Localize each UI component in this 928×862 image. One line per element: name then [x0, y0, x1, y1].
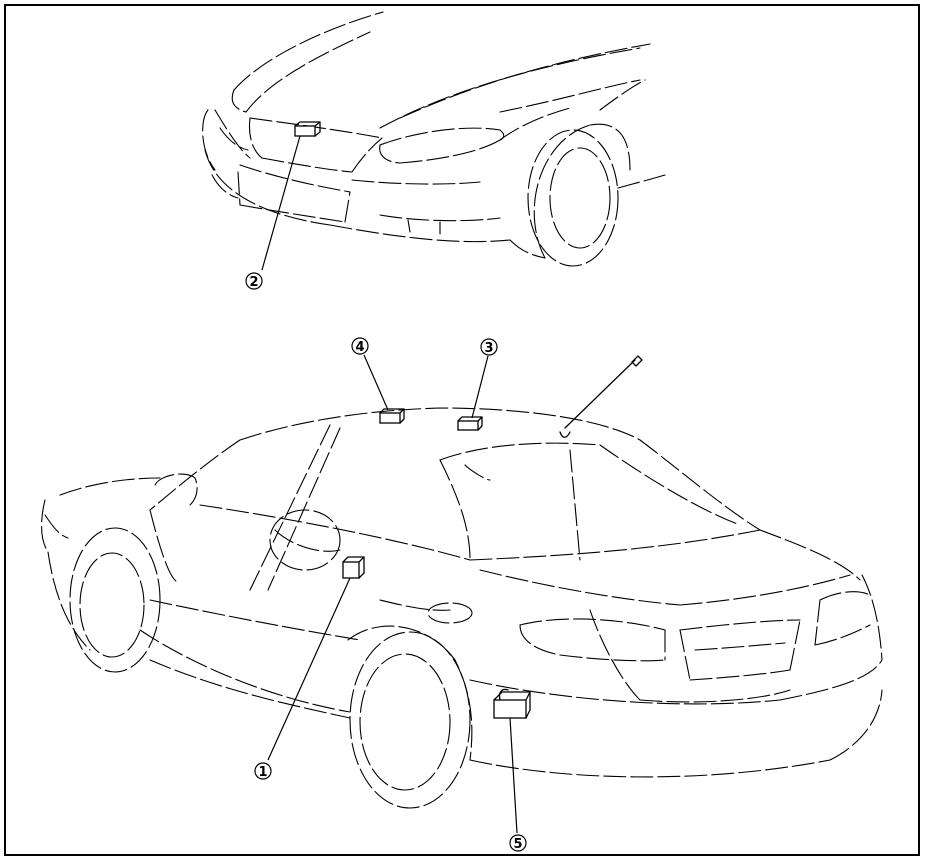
svg-text:4: 4 — [355, 340, 364, 355]
svg-text:1: 1 — [258, 765, 267, 780]
leader-line-3 — [471, 355, 489, 419]
callout-3: 3 — [480, 338, 498, 356]
component-1 — [342, 561, 360, 579]
front-view-car — [202, 11, 666, 267]
component-4 — [379, 412, 401, 424]
callout-1: 1 — [254, 762, 272, 780]
callout-5: 5 — [509, 834, 527, 852]
leader-line-5 — [509, 717, 518, 834]
callout-2: 2 — [245, 272, 263, 290]
callout-4: 4 — [351, 337, 369, 355]
leader-line-2 — [261, 135, 301, 271]
component-5 — [493, 699, 527, 719]
leader-line-4 — [363, 354, 389, 411]
leader-line-1 — [267, 577, 351, 761]
svg-text:3: 3 — [484, 341, 493, 356]
svg-text:5: 5 — [513, 837, 522, 852]
svg-text:2: 2 — [249, 275, 258, 290]
rear-view-car — [41, 355, 883, 809]
component-2 — [294, 125, 316, 137]
component-3 — [457, 420, 479, 431]
